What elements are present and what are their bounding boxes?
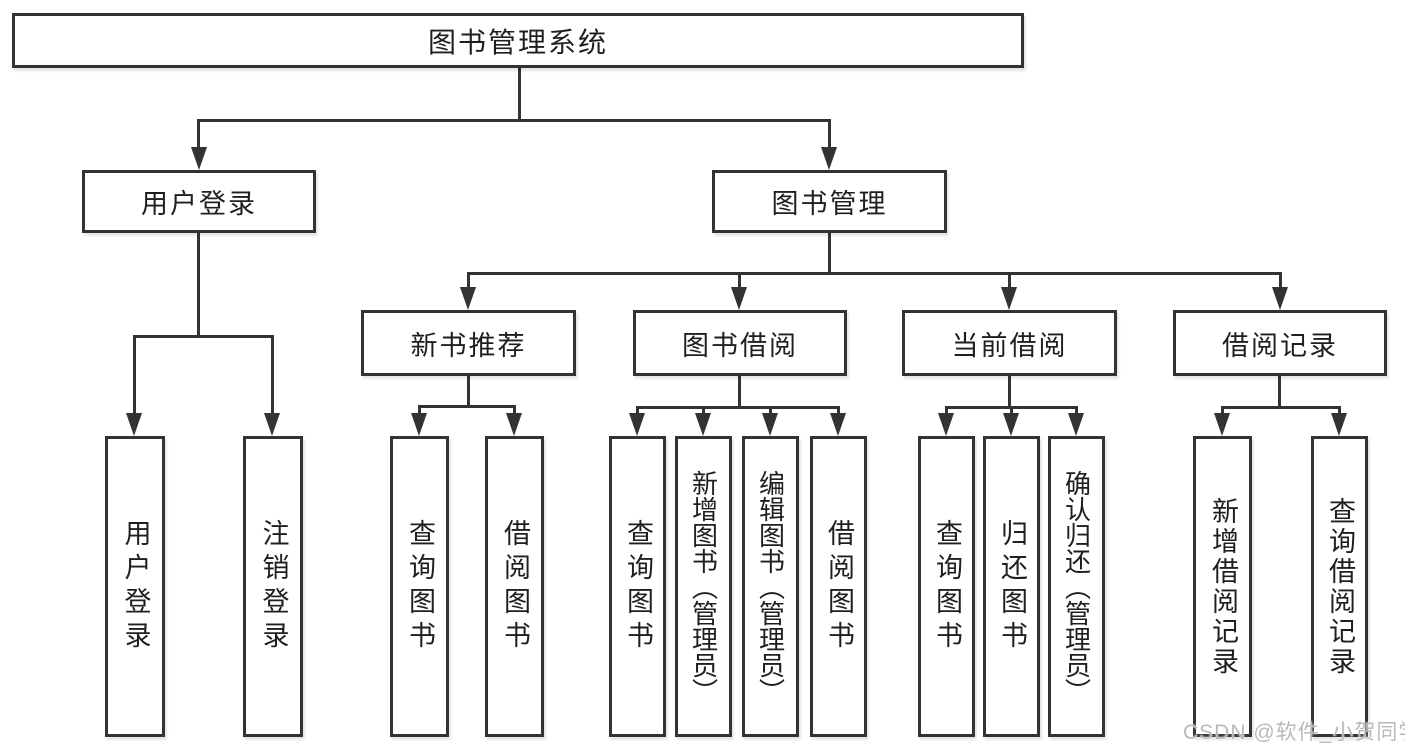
node-label: 当前借阅 bbox=[951, 330, 1068, 361]
csdn-watermark: CSDN @软件_小贺同学 bbox=[1183, 721, 1405, 744]
arrow-down-icon bbox=[1214, 413, 1230, 436]
tree-line bbox=[1278, 376, 1281, 406]
tree-line bbox=[702, 406, 705, 413]
node-label: 图书借阅 bbox=[682, 330, 798, 361]
node-label: 图书管理 bbox=[771, 189, 888, 219]
tree-line bbox=[513, 405, 516, 413]
tree-line bbox=[133, 335, 274, 338]
tree-line bbox=[1075, 406, 1078, 413]
tree-line bbox=[197, 233, 200, 335]
arrow-down-icon bbox=[506, 413, 522, 436]
node-borrowing-records: 借阅记录 bbox=[1173, 310, 1387, 376]
arrow-down-icon bbox=[1003, 413, 1019, 436]
arrow-down-icon bbox=[1272, 287, 1288, 310]
arrow-down-icon bbox=[1331, 413, 1347, 436]
tree-line bbox=[418, 405, 421, 413]
arrow-down-icon bbox=[460, 287, 476, 310]
arrow-down-icon bbox=[731, 287, 747, 310]
tree-line bbox=[418, 405, 515, 408]
arrow-down-icon bbox=[1001, 287, 1017, 310]
node-label: 用户登录 bbox=[141, 189, 257, 219]
node-label: 新书推荐 bbox=[410, 330, 527, 361]
arrow-down-icon bbox=[126, 413, 142, 436]
leaf-label: 借阅图书 bbox=[500, 518, 530, 655]
leaf-borrow-books-recommend: 借阅图书 bbox=[485, 436, 544, 737]
tree-line bbox=[1010, 406, 1013, 413]
node-label: 借阅记录 bbox=[1222, 330, 1338, 361]
node-book-borrowing: 图书借阅 bbox=[633, 310, 847, 376]
leaf-borrow-books: 借阅图书 bbox=[810, 436, 867, 737]
leaf-query-borrow-record: 查询借阅记录 bbox=[1311, 436, 1368, 737]
leaf-label: 注销登录 bbox=[258, 518, 289, 655]
arrow-down-icon bbox=[191, 147, 207, 170]
leaf-label: 查询图书 bbox=[405, 518, 435, 655]
node-user-login: 用户登录 bbox=[82, 170, 316, 233]
node-book-management: 图书管理 bbox=[712, 170, 947, 233]
leaf-label: 归还图书 bbox=[997, 518, 1027, 655]
tree-line bbox=[769, 406, 772, 413]
tree-line bbox=[1221, 406, 1341, 409]
leaf-query-books-recommend: 查询图书 bbox=[390, 436, 449, 737]
tree-line bbox=[828, 233, 831, 272]
tree-line bbox=[1279, 272, 1282, 287]
tree-line bbox=[738, 376, 741, 406]
tree-line bbox=[467, 376, 470, 405]
tree-line bbox=[197, 119, 831, 122]
arrow-down-icon bbox=[264, 413, 280, 436]
node-new-book-recommendation: 新书推荐 bbox=[361, 310, 576, 376]
tree-line bbox=[467, 272, 470, 287]
arrow-down-icon bbox=[830, 413, 846, 436]
arrow-down-icon bbox=[695, 413, 711, 436]
leaf-label: 新增图书（管理员） bbox=[688, 469, 719, 704]
leaf-add-borrow-record: 新增借阅记录 bbox=[1193, 436, 1252, 737]
tree-line bbox=[1008, 376, 1011, 406]
node-current-borrowing: 当前借阅 bbox=[902, 310, 1117, 376]
tree-line bbox=[1338, 406, 1341, 413]
leaf-query-books-borrow: 查询图书 bbox=[609, 436, 666, 737]
tree-line bbox=[1221, 406, 1224, 413]
tree-line bbox=[636, 406, 639, 413]
tree-line bbox=[467, 272, 1282, 275]
arrow-down-icon bbox=[938, 413, 954, 436]
tree-line bbox=[837, 406, 840, 413]
leaf-return-books: 归还图书 bbox=[983, 436, 1040, 737]
arrow-down-icon bbox=[629, 413, 645, 436]
leaf-logout: 注销登录 bbox=[243, 436, 303, 737]
arrow-down-icon bbox=[821, 147, 837, 170]
leaf-label: 新增借阅记录 bbox=[1208, 496, 1238, 677]
leaf-label: 编辑图书（管理员） bbox=[755, 469, 786, 704]
tree-line bbox=[1008, 272, 1011, 287]
tree-line bbox=[197, 119, 200, 148]
leaf-label: 查询借阅记录 bbox=[1325, 496, 1355, 677]
tree-line bbox=[636, 406, 840, 409]
tree-line bbox=[945, 406, 948, 413]
leaf-user-login: 用户登录 bbox=[105, 436, 165, 737]
leaf-label: 确认归还（管理员） bbox=[1061, 469, 1092, 704]
leaf-label: 查询图书 bbox=[932, 518, 962, 655]
tree-line bbox=[518, 68, 521, 119]
leaf-query-books-current: 查询图书 bbox=[918, 436, 975, 737]
node-root: 图书管理系统 bbox=[12, 13, 1024, 68]
leaf-label: 用户登录 bbox=[120, 518, 151, 655]
tree-line bbox=[271, 335, 274, 413]
leaf-label: 查询图书 bbox=[623, 518, 653, 655]
node-label: 图书管理系统 bbox=[427, 26, 608, 58]
arrow-down-icon bbox=[411, 413, 427, 436]
leaf-add-book-admin: 新增图书（管理员） bbox=[675, 436, 732, 737]
arrow-down-icon bbox=[1068, 413, 1084, 436]
arrow-down-icon bbox=[762, 413, 778, 436]
leaf-label: 借阅图书 bbox=[824, 518, 854, 655]
tree-line bbox=[828, 119, 831, 148]
tree-line bbox=[133, 335, 136, 413]
leaf-edit-book-admin: 编辑图书（管理员） bbox=[742, 436, 799, 737]
leaf-confirm-return-admin: 确认归还（管理员） bbox=[1048, 436, 1105, 737]
tree-line bbox=[738, 272, 741, 287]
